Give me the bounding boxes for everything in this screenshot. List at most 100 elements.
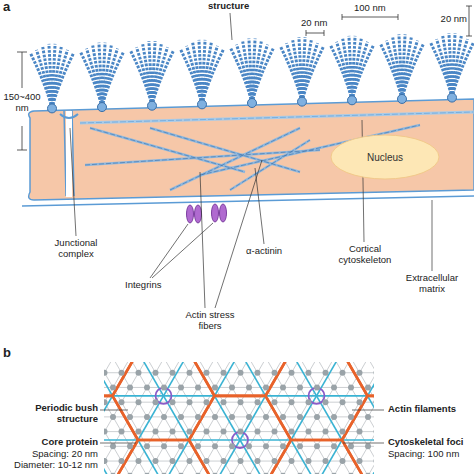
actin-filament xyxy=(317,362,343,396)
core-protein-dot xyxy=(348,384,354,390)
core-protein-dot xyxy=(119,370,125,376)
core-protein-dot xyxy=(280,384,286,390)
lattice xyxy=(104,362,374,474)
core-protein-dot xyxy=(246,473,252,474)
actin-filament xyxy=(368,362,375,396)
hexagon-boundary xyxy=(342,396,374,474)
panel-letter: a xyxy=(3,0,17,15)
label: Cortical cytoskeleton xyxy=(328,244,402,266)
core-protein-dot xyxy=(104,399,108,405)
bush-chain xyxy=(452,42,474,98)
core-protein xyxy=(48,104,57,113)
leader-lines xyxy=(70,13,432,308)
core-protein xyxy=(448,93,457,102)
core-protein-dot xyxy=(331,384,337,390)
core-protein-dot xyxy=(263,384,269,390)
bush-structures xyxy=(30,33,473,113)
lattice-lines xyxy=(104,362,374,474)
actin-filament xyxy=(240,440,266,474)
core-protein-dot xyxy=(127,414,133,420)
core-protein xyxy=(348,96,357,105)
label: 150~400 nm xyxy=(2,92,42,114)
core-protein-dot xyxy=(136,458,142,464)
core-protein-dot xyxy=(178,384,184,390)
core-protein-dot xyxy=(365,473,371,474)
core-protein-dot xyxy=(374,429,375,435)
bush-chain xyxy=(252,48,274,104)
core-protein-dot xyxy=(127,443,133,449)
core-protein-dot xyxy=(357,370,363,376)
core-protein-dot xyxy=(187,458,193,464)
core-protein-dot xyxy=(127,384,133,390)
core-protein-dot xyxy=(246,443,252,449)
core-protein-dot xyxy=(263,414,269,420)
actin-filament xyxy=(291,362,317,396)
core-protein-dot xyxy=(314,384,320,390)
core-protein-dot xyxy=(289,429,295,435)
core-protein-dot xyxy=(374,370,375,376)
core-protein-dot xyxy=(357,458,363,464)
core-protein-dot xyxy=(246,384,252,390)
core-protein-dot xyxy=(331,414,337,420)
junctional-complex xyxy=(60,114,78,118)
core-protein-dot xyxy=(272,399,278,405)
core-protein-dot xyxy=(297,384,303,390)
hexagon-boundary xyxy=(189,396,291,474)
core-protein-dot xyxy=(255,399,261,405)
cell-body xyxy=(29,99,474,200)
core-protein-dot xyxy=(365,414,371,420)
core-protein-dot xyxy=(212,443,218,449)
core-protein-dot xyxy=(195,443,201,449)
core-protein-dot xyxy=(331,443,337,449)
core-protein xyxy=(148,101,157,110)
core-protein-dot xyxy=(306,458,312,464)
core-protein-dot xyxy=(297,414,303,420)
core-protein-dot xyxy=(161,473,167,474)
nucleus-outline xyxy=(331,135,439,179)
core-protein-dot xyxy=(238,458,244,464)
actin-filament xyxy=(138,362,164,396)
core-protein-dot xyxy=(144,414,150,420)
core-protein-dot xyxy=(348,414,354,420)
core-protein xyxy=(198,100,207,109)
core-protein-dot xyxy=(297,443,303,449)
actin-filament xyxy=(104,362,113,396)
core-protein-dot xyxy=(323,429,329,435)
core-protein-dot xyxy=(110,443,116,449)
core-protein-dot xyxy=(153,399,159,405)
core-protein-dot xyxy=(204,458,210,464)
core-protein-dot xyxy=(348,443,354,449)
core-protein-dot xyxy=(272,429,278,435)
core-protein-dot xyxy=(119,458,125,464)
core-protein-dot xyxy=(221,370,227,376)
cortical-cytoskeleton-line xyxy=(80,112,474,123)
core-protein-dot xyxy=(365,384,371,390)
core-protein xyxy=(398,94,407,103)
core-protein-dot xyxy=(170,429,176,435)
core-protein-dot xyxy=(221,399,227,405)
core-protein-dot xyxy=(127,473,133,474)
actin-filament xyxy=(164,362,190,396)
cortical-cytoskeleton xyxy=(80,112,474,123)
label: Spacing: 100 nm xyxy=(388,449,472,460)
core-protein-dot xyxy=(110,473,116,474)
label: 20 nm xyxy=(301,18,333,29)
junction-membrane xyxy=(64,110,74,196)
core-protein-dot xyxy=(153,458,159,464)
core-protein-dot xyxy=(323,458,329,464)
node-text: Nucleus xyxy=(367,152,403,163)
label: Cytoskeletal foci xyxy=(388,437,472,448)
core-protein-dot xyxy=(212,473,218,474)
core-protein-dot xyxy=(187,429,193,435)
core-protein-dot xyxy=(255,370,261,376)
core-protein-dot xyxy=(263,443,269,449)
dimension-marks xyxy=(17,6,472,150)
core-protein-dot xyxy=(204,399,210,405)
core-protein-dot xyxy=(195,414,201,420)
label: Integrins xyxy=(125,280,175,291)
actin-filament xyxy=(104,439,138,441)
core-protein-dot xyxy=(331,473,337,474)
core-protein xyxy=(98,103,107,112)
core-protein-dot xyxy=(144,384,150,390)
core-protein-dot xyxy=(178,414,184,420)
